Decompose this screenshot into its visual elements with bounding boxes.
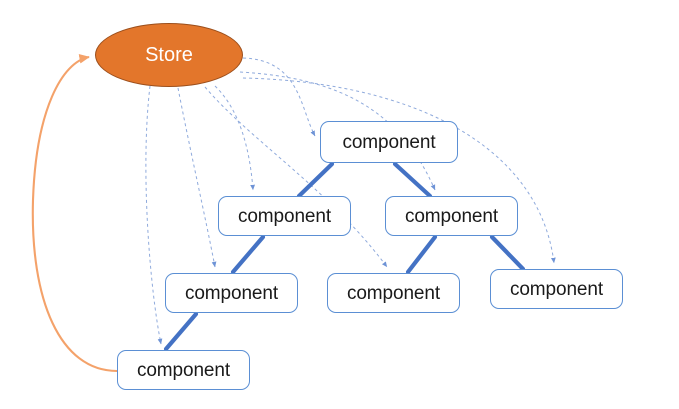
store-edge-to-c3r xyxy=(242,77,556,264)
store-node-label: Store xyxy=(145,44,193,66)
component-node-c2r[interactable]: component xyxy=(385,196,518,236)
store-edge-to-c2l xyxy=(214,85,256,191)
component-node-c2l[interactable]: component xyxy=(218,196,351,236)
component-node-label: component xyxy=(342,131,436,153)
tree-edge-root-c2l xyxy=(296,161,335,199)
component-node-label: component xyxy=(136,359,231,381)
feedback-edge-c4-to-store xyxy=(31,54,118,373)
feedback-edge-group xyxy=(31,54,118,373)
component-node-label: component xyxy=(346,282,441,304)
component-node-c3l[interactable]: component xyxy=(165,273,298,313)
tree-edge-c3l-c4 xyxy=(163,311,199,352)
store-node[interactable]: Store xyxy=(95,23,243,87)
component-node-label: component xyxy=(237,205,332,227)
component-node-c3m[interactable]: component xyxy=(327,273,460,313)
tree-edge-c2r-c3r xyxy=(489,234,526,272)
component-node-label: component xyxy=(184,282,279,304)
component-node-root[interactable]: component xyxy=(320,121,458,163)
component-node-c3r[interactable]: component xyxy=(490,269,623,309)
store-edge-to-c4 xyxy=(145,85,163,345)
component-node-label: component xyxy=(509,278,604,300)
store-edge-to-c3l xyxy=(177,87,217,268)
component-node-c4[interactable]: component xyxy=(117,350,250,390)
component-node-label: component xyxy=(404,205,499,227)
store-edge-to-c3m xyxy=(204,86,388,268)
tree-edge-root-c2r xyxy=(392,161,433,199)
tree-edge-c2l-c3l xyxy=(230,234,266,275)
tree-edges xyxy=(163,161,526,352)
store-edge-to-root xyxy=(242,57,316,137)
tree-edge-c2r-c3m xyxy=(405,234,438,275)
